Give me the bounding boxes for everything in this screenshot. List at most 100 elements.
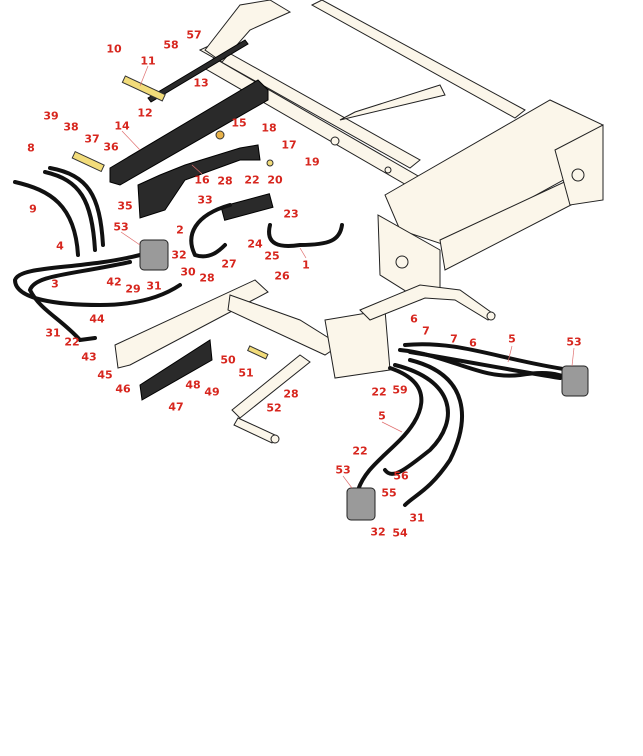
callout-56: 56 bbox=[393, 469, 409, 483]
callout-52: 52 bbox=[266, 401, 282, 415]
callout-24: 24 bbox=[247, 237, 263, 251]
lift-arms bbox=[109, 39, 274, 401]
hose-1 bbox=[267, 223, 344, 248]
callout-53: 53 bbox=[113, 220, 129, 234]
pin-37 bbox=[71, 150, 105, 173]
leader-line bbox=[191, 164, 203, 175]
callout-38: 38 bbox=[63, 120, 79, 134]
hose-6 bbox=[403, 342, 572, 372]
callout-32: 32 bbox=[171, 248, 187, 262]
frame-hole bbox=[384, 166, 392, 174]
callout-44: 44 bbox=[89, 312, 105, 326]
callout-12: 12 bbox=[137, 106, 153, 120]
callout-33: 33 bbox=[197, 193, 213, 207]
callout-55: 55 bbox=[381, 486, 397, 500]
callout-15: 15 bbox=[231, 116, 247, 130]
frame-crossbar bbox=[339, 84, 446, 121]
callout-8: 8 bbox=[27, 141, 35, 155]
callout-18: 18 bbox=[261, 121, 277, 135]
callout-4: 4 bbox=[56, 239, 64, 253]
callout-58: 58 bbox=[163, 38, 179, 52]
leader-line bbox=[381, 421, 403, 433]
hose-8a bbox=[43, 170, 97, 252]
rear-frame-end bbox=[554, 124, 604, 206]
callout-5: 5 bbox=[508, 332, 516, 346]
axle-end bbox=[486, 311, 496, 321]
lift-arm-14 bbox=[109, 79, 269, 186]
hose-2 bbox=[189, 203, 232, 259]
callout-22: 22 bbox=[371, 385, 387, 399]
callout-47: 47 bbox=[168, 400, 184, 414]
pins bbox=[71, 75, 274, 360]
callout-59: 59 bbox=[392, 383, 408, 397]
callout-1: 1 bbox=[302, 258, 310, 272]
hose-8b bbox=[48, 166, 105, 247]
callout-2: 2 bbox=[176, 223, 184, 237]
leader-line bbox=[342, 475, 353, 489]
motor-53-bottom bbox=[346, 487, 376, 521]
hose-7 bbox=[408, 350, 562, 380]
callout-48: 48 bbox=[185, 378, 201, 392]
cylinder-20 bbox=[220, 193, 274, 221]
callout-10: 10 bbox=[106, 42, 122, 56]
callout-13: 13 bbox=[193, 76, 209, 90]
subframe-axle bbox=[233, 417, 276, 444]
callout-35: 35 bbox=[117, 199, 133, 213]
sub-frame bbox=[114, 279, 496, 444]
leader-line bbox=[139, 65, 149, 87]
callout-37: 37 bbox=[84, 132, 100, 146]
leader-line bbox=[299, 247, 307, 259]
hoses bbox=[12, 166, 577, 507]
frame-arm-top bbox=[204, 0, 292, 63]
leader-line bbox=[507, 345, 513, 363]
frame-hole bbox=[395, 255, 409, 269]
leader-line bbox=[121, 130, 141, 151]
pin-52 bbox=[247, 345, 269, 360]
deflector-plate-46 bbox=[139, 339, 213, 401]
hose-3 bbox=[27, 260, 132, 343]
motor-53-right bbox=[561, 365, 589, 397]
leader-lines bbox=[120, 65, 575, 489]
callout-6: 6 bbox=[469, 336, 477, 350]
callout-17: 17 bbox=[281, 138, 297, 152]
pin-11 bbox=[121, 75, 166, 102]
callout-42: 42 bbox=[106, 275, 122, 289]
axle-end bbox=[270, 434, 280, 444]
subframe-rear-arm bbox=[359, 284, 496, 321]
callout-7: 7 bbox=[422, 324, 430, 338]
callout-57: 57 bbox=[186, 28, 202, 42]
callout-31: 31 bbox=[146, 279, 162, 293]
frame-hole bbox=[571, 168, 585, 182]
callout-22: 22 bbox=[64, 335, 80, 349]
callout-31: 31 bbox=[409, 511, 425, 525]
callout-11: 11 bbox=[140, 54, 156, 68]
callout-5: 5 bbox=[378, 409, 386, 423]
callout-7: 7 bbox=[450, 332, 458, 346]
callout-53: 53 bbox=[566, 335, 582, 349]
callout-9: 9 bbox=[29, 202, 37, 216]
callout-3: 3 bbox=[51, 277, 59, 291]
callout-16: 16 bbox=[194, 173, 210, 187]
frame-rail-back bbox=[310, 0, 526, 119]
callout-22: 22 bbox=[244, 173, 260, 187]
callout-45: 45 bbox=[97, 368, 113, 382]
bushing-15 bbox=[215, 130, 225, 140]
motor-53-left bbox=[139, 239, 169, 271]
hose-9 bbox=[13, 180, 80, 257]
callout-28: 28 bbox=[217, 174, 233, 188]
callout-31: 31 bbox=[45, 326, 61, 340]
frame-hole bbox=[330, 136, 340, 146]
callout-28: 28 bbox=[199, 271, 215, 285]
callout-49: 49 bbox=[204, 385, 220, 399]
hose-5c bbox=[383, 363, 450, 476]
callout-28: 28 bbox=[283, 387, 299, 401]
callout-29: 29 bbox=[125, 282, 141, 296]
main-frame bbox=[198, 0, 604, 301]
hose-5b bbox=[356, 366, 424, 492]
callout-14: 14 bbox=[114, 119, 130, 133]
subframe-side bbox=[227, 294, 341, 356]
callout-26: 26 bbox=[274, 269, 290, 283]
hydraulic-motors bbox=[139, 239, 589, 521]
